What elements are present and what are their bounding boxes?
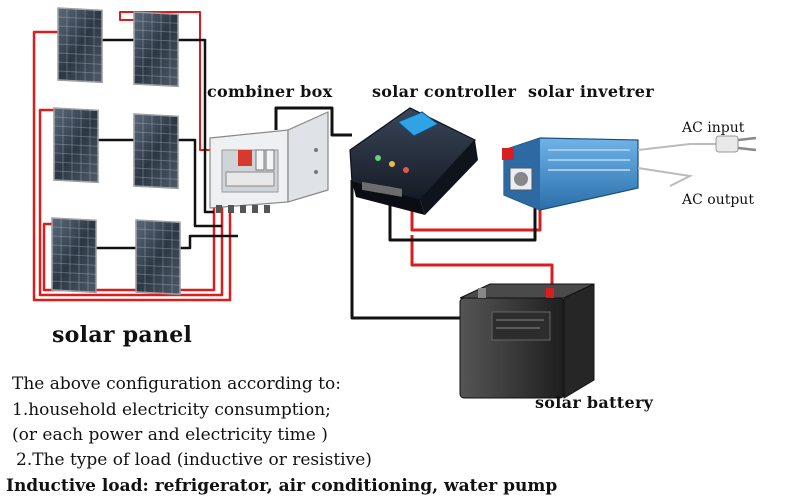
solar-battery — [459, 283, 595, 399]
ac-wiring — [637, 143, 718, 187]
configuration-note: (or each power and electricity time ) — [12, 425, 328, 445]
solar-controller — [349, 107, 478, 215]
solar-panel — [57, 7, 103, 84]
solar-inverter — [502, 137, 639, 211]
red-wire — [410, 235, 554, 300]
combiner-box-label: combiner box — [207, 82, 333, 101]
red-wire — [119, 11, 210, 151]
ac-output-label: AC output — [682, 192, 754, 208]
solar-panel-array — [51, 7, 181, 296]
black-wire — [178, 38, 214, 214]
configuration-note: 2.The type of load (inductive or resisti… — [16, 450, 372, 470]
solar-inverter-label: solar invetrer — [528, 82, 654, 101]
solar-panel — [135, 219, 181, 296]
solar-panel — [133, 11, 179, 88]
solar-panel — [133, 113, 179, 190]
black-wire — [350, 180, 462, 320]
red-wire — [38, 108, 224, 297]
black-wire — [274, 106, 352, 137]
solar-panel-label: solar panel — [52, 322, 193, 348]
configuration-note: 1.household electricity consumption; — [12, 400, 331, 420]
solar-panel — [51, 217, 97, 294]
inductive-load-note: Inductive load: refrigerator, air condit… — [6, 476, 558, 496]
red-wire — [32, 30, 232, 302]
solar-battery-label: solar battery — [535, 393, 654, 412]
combiner-box — [209, 111, 329, 213]
black-wire — [180, 234, 238, 250]
configuration-note: The above configuration according to: — [12, 374, 341, 394]
black-wire — [178, 138, 222, 228]
panel-wiring — [32, 11, 238, 302]
ac-plug-icon — [715, 135, 757, 153]
solar-controller-label: solar controller — [372, 82, 517, 101]
solar-panel — [53, 107, 99, 184]
red-wire — [42, 205, 216, 292]
controller-screen — [397, 111, 439, 137]
ac-input-label: AC input — [682, 120, 745, 136]
